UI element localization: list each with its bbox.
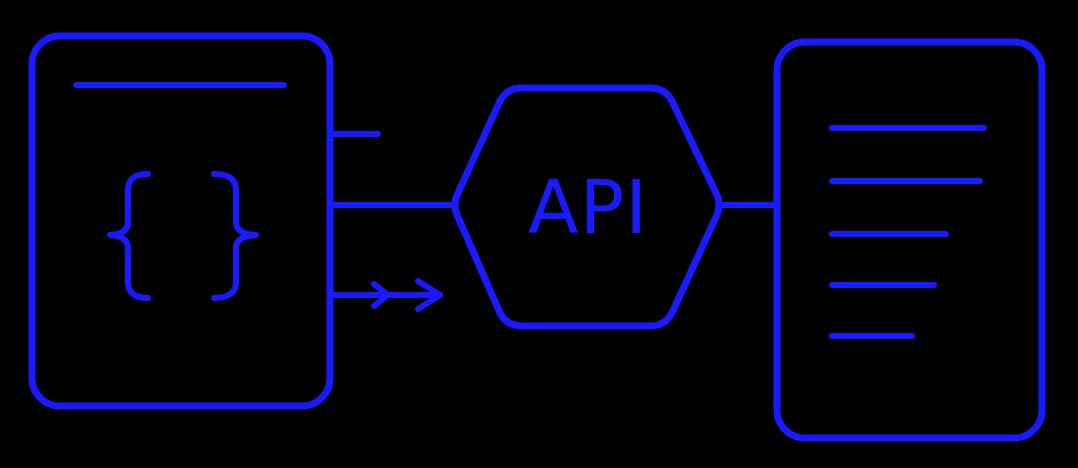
left-document-frame — [28, 32, 334, 410]
api-hexagon-icon: API — [451, 84, 723, 330]
right-document-frame — [773, 38, 1046, 442]
arrow-head-icon-secondary — [371, 281, 391, 309]
right-brace — [211, 171, 259, 301]
json-document-icon — [28, 32, 334, 410]
text-document-icon — [773, 38, 1046, 442]
left-brace — [107, 171, 151, 301]
arrow-head-icon — [415, 278, 443, 312]
curly-braces-icon — [107, 171, 259, 301]
api-label: API — [528, 165, 648, 251]
api-hexagon — [451, 84, 723, 330]
left-connectors — [330, 131, 457, 312]
